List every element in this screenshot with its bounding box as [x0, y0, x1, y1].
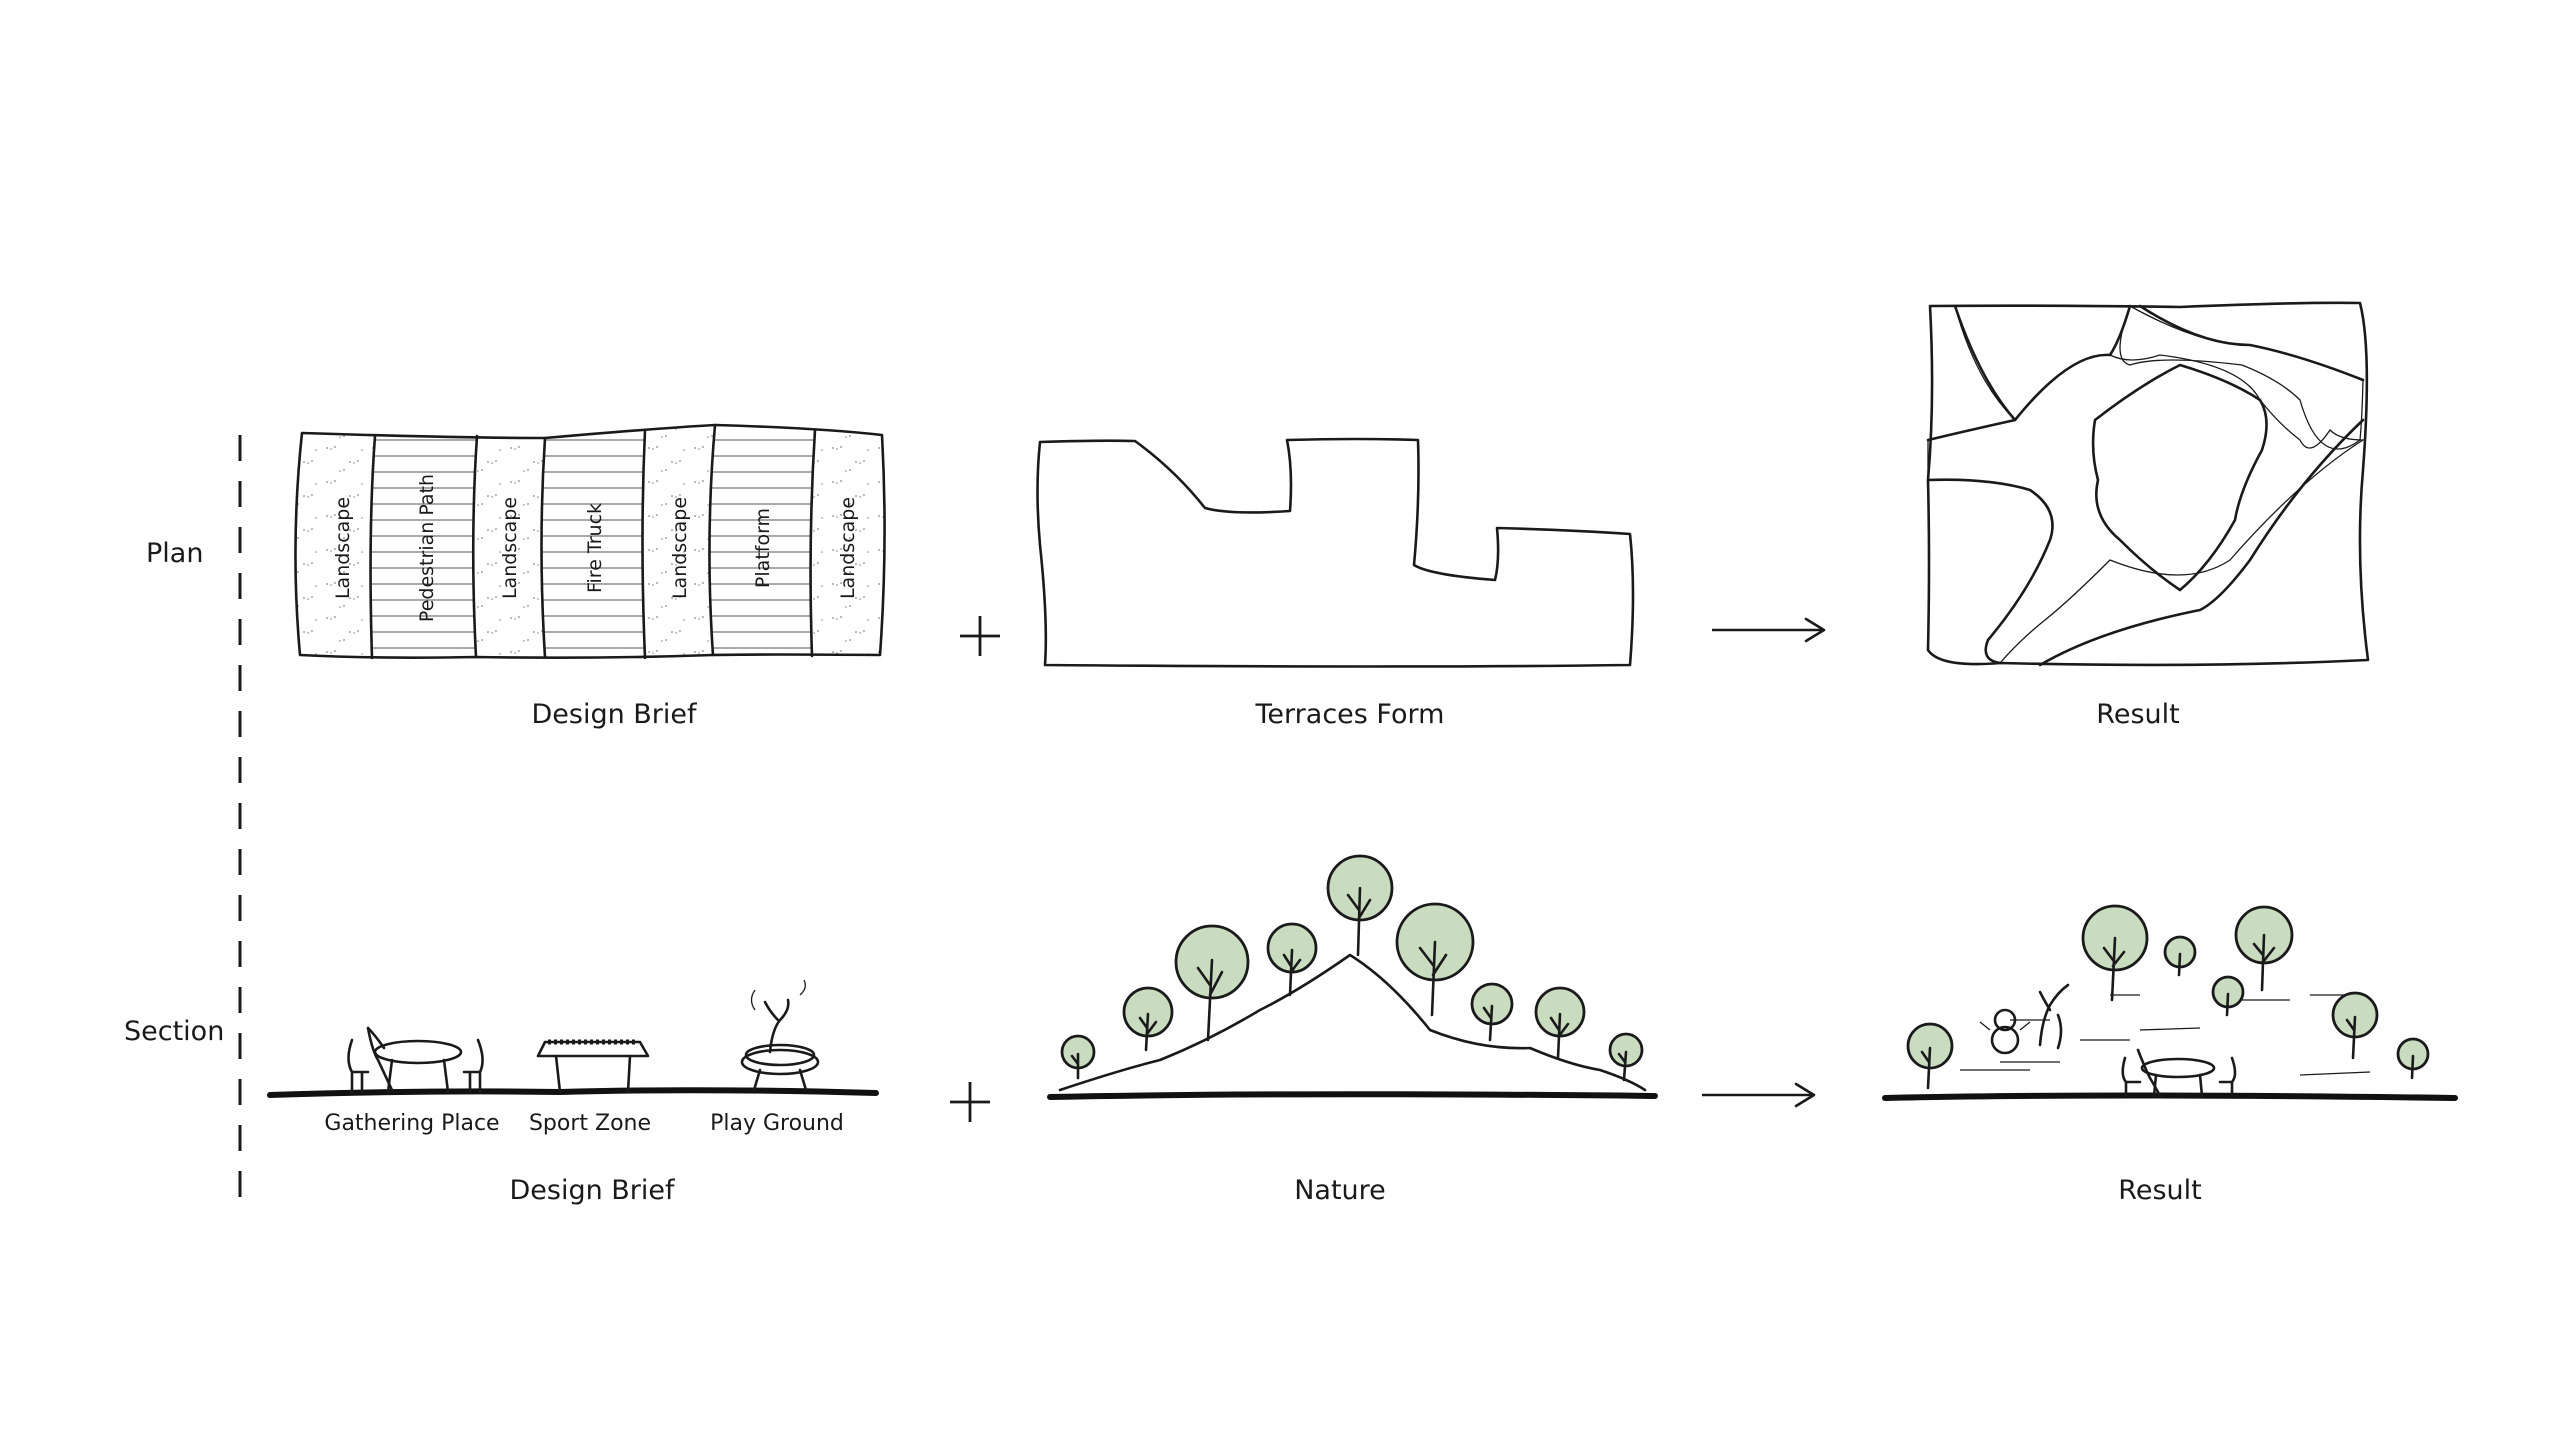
strip-label-landscape-4: Landscape — [837, 497, 859, 599]
strip-landscape-4 — [810, 430, 885, 657]
zone-label-gathering: Gathering Place — [324, 1111, 499, 1136]
tree-icon — [2396, 1037, 2430, 1080]
zone-label-play: Play Ground — [710, 1111, 844, 1136]
section-nature — [1047, 854, 1658, 1100]
tree-icon — [1174, 924, 1250, 1042]
section-row-label: Section — [124, 1016, 224, 1047]
tree-icon — [1060, 1034, 1096, 1080]
plan-terraces-form — [1036, 437, 1635, 668]
plan-result — [1926, 301, 2370, 667]
plan-arrow — [1712, 617, 1826, 643]
strip-landscape-3 — [642, 425, 715, 658]
strip-landscape-2 — [473, 436, 545, 658]
strip-label-pedestrian-path: Pedestrian Path — [416, 474, 438, 622]
section-plus-operator — [950, 1082, 990, 1122]
tree-icon — [1326, 854, 1394, 957]
strip-label-fire-truck: Fire Truck — [584, 503, 606, 593]
tree-icon — [1906, 1022, 1954, 1090]
section-design-brief: Gathering Place Sport Zone Play Ground — [267, 979, 879, 1136]
section-result-caption: Result — [2118, 1175, 2201, 1206]
dog-icon — [2038, 983, 2070, 1050]
strip-label-landscape-3: Landscape — [669, 497, 691, 599]
sport-zone-icon — [536, 1039, 650, 1094]
plan-terraces-caption: Terraces Form — [1255, 699, 1445, 730]
tree-icon — [1395, 902, 1475, 1017]
figure-icon — [1979, 1008, 2031, 1055]
strip-pedestrian-path — [370, 436, 477, 659]
tree-icon — [2081, 904, 2149, 1002]
plan-plus-operator — [960, 616, 1000, 656]
strip-fire-truck — [541, 430, 645, 659]
tree-icon — [2234, 905, 2294, 992]
plan-result-caption: Result — [2096, 699, 2179, 730]
gathering-place-icon — [2121, 1048, 2237, 1098]
plan-design-brief: Landscape Pedestrian Path Landscape Fire… — [294, 423, 886, 660]
strip-platform — [709, 425, 815, 656]
section-design-brief-caption: Design Brief — [509, 1175, 676, 1206]
play-ground-icon — [740, 979, 820, 1092]
gathering-place-icon — [347, 1026, 484, 1094]
tree-icon — [2211, 975, 2245, 1017]
tree-icon — [1266, 922, 1318, 997]
strip-label-landscape-1: Landscape — [332, 497, 354, 599]
tree-icon — [1122, 986, 1174, 1052]
strip-landscape-1 — [295, 432, 375, 658]
tree-icon — [2163, 935, 2197, 977]
strip-label-platform: Platform — [752, 508, 774, 588]
section-result — [1882, 904, 2458, 1101]
tree-icon — [1534, 986, 1586, 1060]
strip-label-landscape-2: Landscape — [499, 497, 521, 599]
plan-design-brief-caption: Design Brief — [531, 699, 698, 730]
tree-icon — [1470, 982, 1514, 1042]
zone-label-sport: Sport Zone — [529, 1111, 651, 1136]
section-arrow — [1702, 1082, 1816, 1108]
section-nature-caption: Nature — [1294, 1175, 1386, 1206]
tree-icon — [1608, 1032, 1644, 1082]
plan-row-label: Plan — [146, 538, 203, 569]
tree-icon — [2331, 991, 2379, 1060]
